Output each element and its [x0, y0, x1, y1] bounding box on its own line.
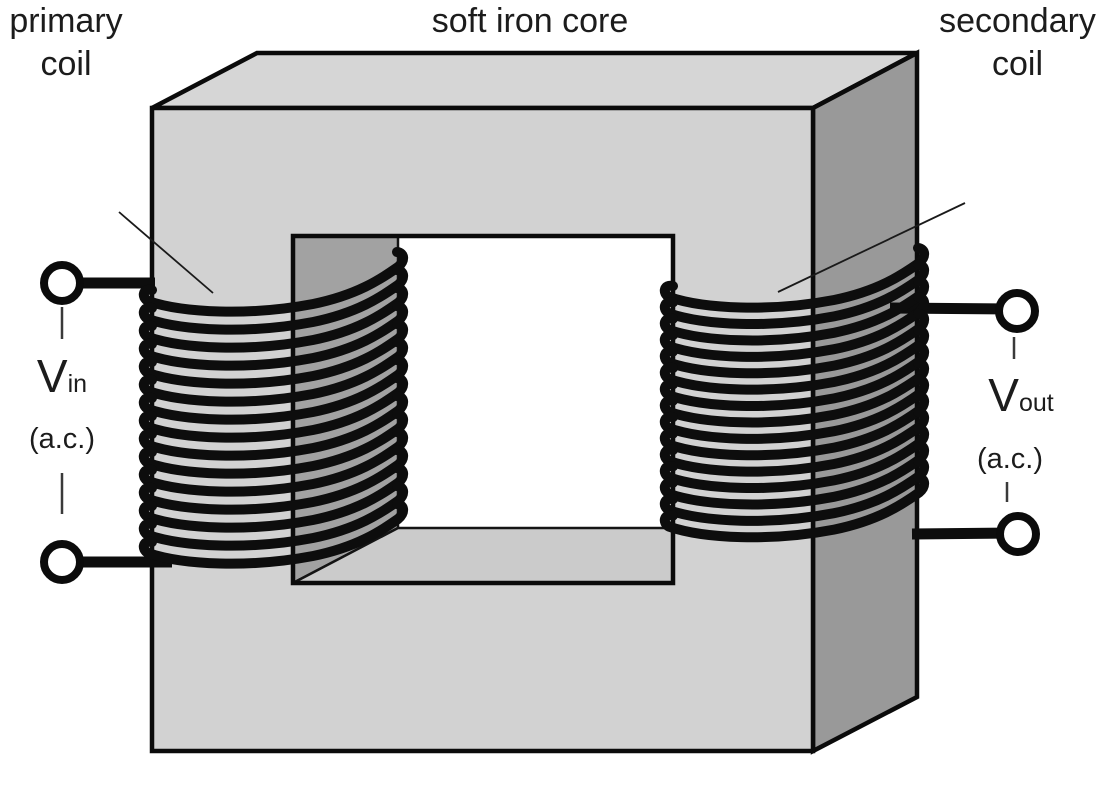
primary-top-terminal	[40, 261, 84, 305]
secondary-top-terminal	[995, 289, 1039, 333]
secondary-leader-line	[777, 202, 966, 293]
coil-turn	[138, 355, 409, 425]
coil-turn	[138, 301, 409, 371]
secondary-coil-winding	[659, 243, 930, 543]
coil-turn	[138, 247, 409, 317]
coil-turn	[138, 481, 409, 551]
coil-turn	[659, 472, 930, 543]
secondary-top-wire	[889, 302, 1013, 315]
coil-turn	[138, 373, 409, 443]
coil-turn	[138, 427, 409, 497]
coil-turn	[138, 319, 409, 389]
core-top-face	[150, 50, 919, 111]
coil-turn	[138, 409, 409, 479]
coil-turn	[138, 463, 409, 533]
coil-turn	[138, 391, 409, 461]
coil-turn	[138, 265, 409, 335]
coil-turn	[138, 283, 409, 353]
coil-turn	[138, 445, 409, 515]
primary-leader-line	[118, 211, 214, 294]
coil-turn	[138, 337, 409, 407]
primary-coil-winding	[138, 247, 409, 569]
primary-bottom-terminal	[40, 540, 84, 584]
secondary-bottom-terminal	[996, 512, 1040, 556]
coil-turn	[138, 499, 409, 569]
